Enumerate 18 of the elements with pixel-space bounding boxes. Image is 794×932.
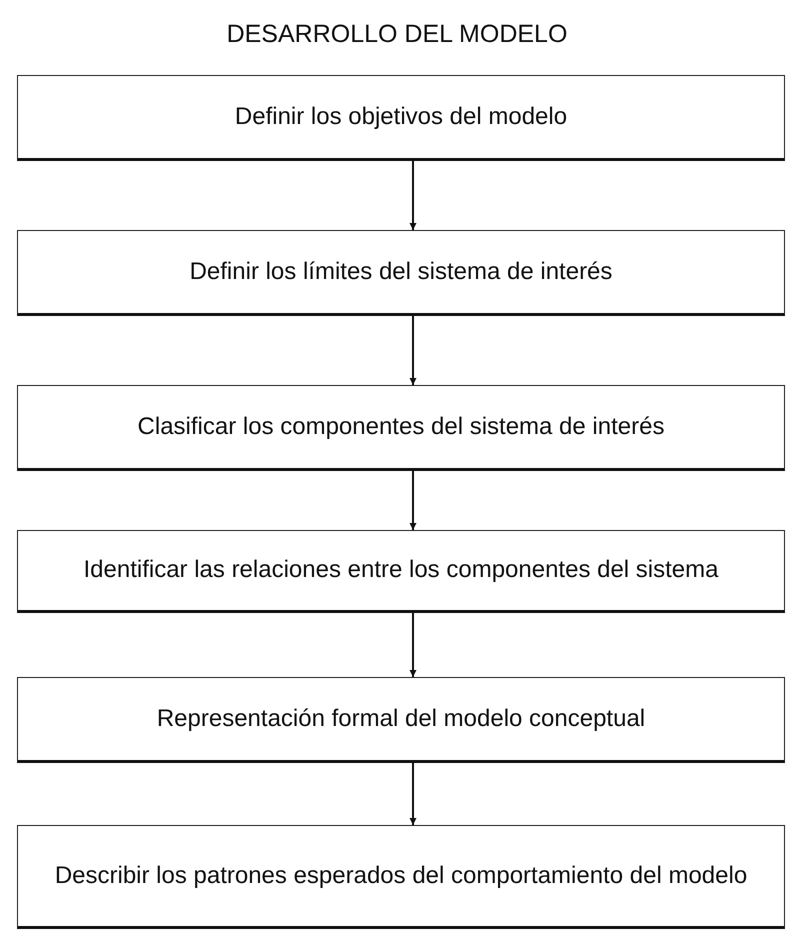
step-text: Representación formal del modelo conceptual bbox=[156, 704, 646, 734]
step-text: Clasificar los componentes del sistema de interés bbox=[138, 412, 664, 442]
step-text: Identificar las relaciones entre los componentes del sistema bbox=[84, 555, 718, 586]
diagram-title: DESARROLLO DEL MODELO bbox=[226, 20, 568, 49]
arrow bbox=[410, 161, 416, 230]
process-box bbox=[17, 530, 785, 613]
step-text: Definir los objetivos del modelo bbox=[234, 102, 568, 132]
process-box bbox=[17, 75, 785, 161]
arrow bbox=[410, 763, 416, 825]
process-box bbox=[17, 677, 785, 763]
step-text: Definir los límites del sistema de interés bbox=[190, 256, 612, 287]
step-text: Describir los patrones esperados del comportamiento del modelo bbox=[54, 860, 748, 891]
arrow bbox=[410, 613, 416, 677]
arrow bbox=[410, 471, 416, 530]
arrow bbox=[410, 316, 416, 385]
process-box bbox=[17, 230, 785, 316]
process-box bbox=[17, 385, 785, 471]
process-box bbox=[17, 825, 785, 929]
